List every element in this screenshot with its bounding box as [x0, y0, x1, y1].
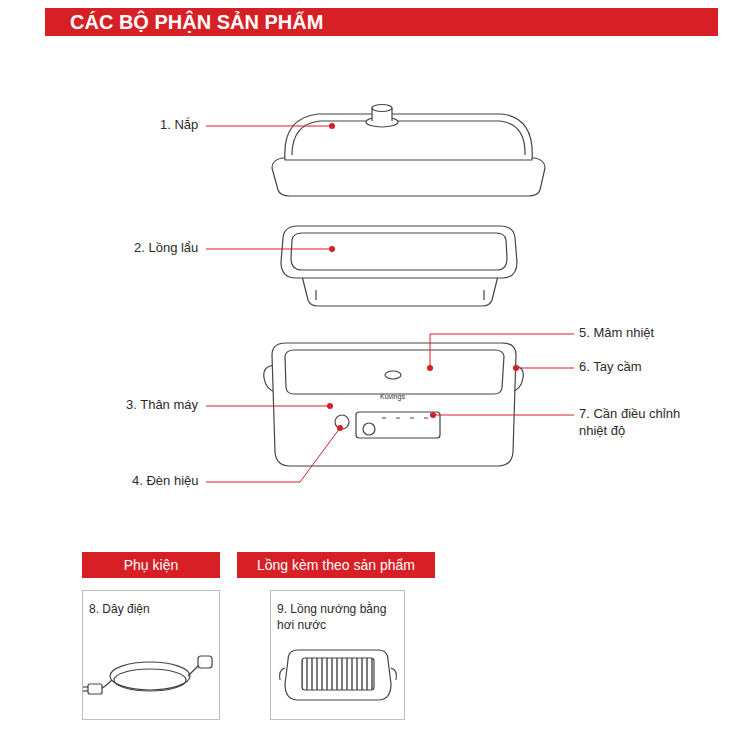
main-body [264, 343, 524, 466]
callout-label: 5. Mâm nhiệt [579, 325, 654, 342]
power-cord [82, 656, 212, 694]
part-label: 9. Lồng nướng bằng hơi nước [277, 601, 398, 633]
page-title: CÁC BỘ PHẬN SẢN PHẨM [70, 10, 323, 34]
callout-label: 7. Cần điều chỉnh nhiệt độ [579, 406, 707, 440]
callout-label: 6. Tay cầm [579, 359, 642, 376]
hotpot-basket [281, 226, 517, 306]
section-header: Lồng kèm theo sản phẩm [237, 552, 435, 578]
accessory-box: 9. Lồng nướng bằng hơi nước [270, 590, 405, 720]
leader-dots [327, 123, 519, 431]
brand-logo: Kuvings [380, 392, 405, 401]
callout-label: 2. Lồng lẩu [134, 240, 198, 257]
callout-label: 1. Nắp [160, 117, 198, 134]
callout-label: 3. Thân máy [126, 397, 198, 414]
section-header: Phụ kiện [82, 552, 220, 578]
lid [272, 105, 545, 197]
accessory-box: 8. Dây điện [82, 590, 220, 720]
header-text: Phụ kiện [124, 557, 178, 573]
leader-lines [206, 126, 574, 482]
header-text: Lồng kèm theo sản phẩm [257, 557, 415, 573]
steam-grill-basket [280, 650, 397, 700]
callout-label: 4. Đèn hiệu [132, 473, 199, 490]
part-label: 8. Dây điện [89, 601, 213, 617]
